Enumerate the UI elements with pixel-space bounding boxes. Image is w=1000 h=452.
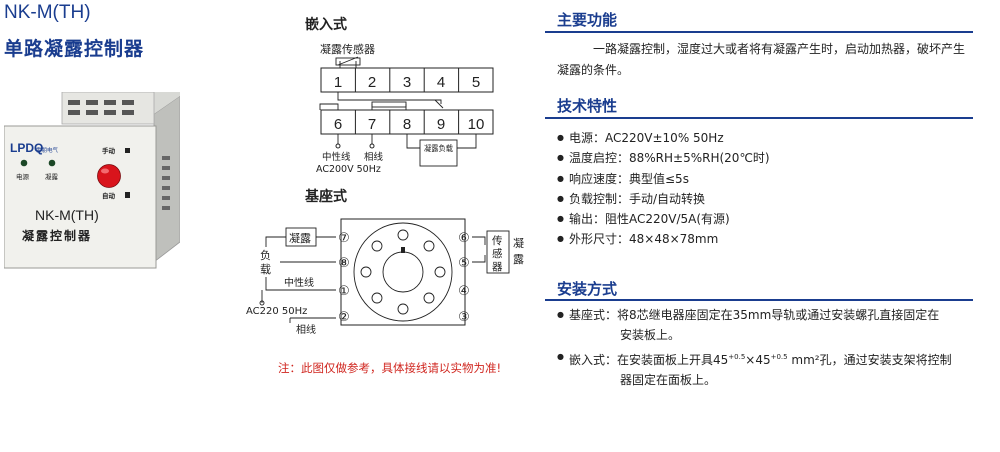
install-embedded-mid: ×45 [745,353,771,367]
embedded-load-label: 凝露负载 [424,143,453,153]
socket-load-side-1: 负 [260,248,271,262]
socket-supply: AC220 50Hz [246,306,307,317]
spec-item: 负载控制：手动/自动转换 [557,189,967,210]
terminal-7: 7 [368,116,376,133]
socket-sensor-box-2: 感 [492,247,503,260]
terminal-4: 4 [437,74,445,91]
socket-sensor-box-3: 器 [492,261,503,273]
socket-phase: 相线 [296,323,316,336]
functions-title: 主要功能 [557,11,618,29]
bullet-icon: ● [557,310,564,319]
tolerance-sup-1: +0.5 [728,353,746,361]
terminal-2: 2 [368,74,376,91]
specs-title: 技术特性 [557,97,618,115]
sensor-label: 凝露传感器 [320,42,375,56]
device-label-manual: 手动 [102,146,116,155]
pin-7: ⑦ [338,231,350,246]
power-led-icon [20,159,28,167]
embedded-wiring-diagram: 凝露传感器 1 2 3 4 5 6 7 [316,42,494,175]
spec-item: 温度启控：88%RH±5%RH(20℃时) [557,148,967,169]
device-label-auto: 自动 [102,191,116,200]
terminal-6: 6 [334,116,342,133]
install-embedded-pre: 嵌入式：在安装面板上开具45 [569,353,729,367]
install-embedded-line2: 器固定在面板上。 [620,373,717,387]
functions-text: 一路凝露控制，湿度过大或者将有凝露产生时，启动加热器，破坏产生凝露的条件。 [557,42,966,77]
socket-sensor-side-2: 露 [513,253,524,266]
spec-item: 电源：AC220V±10% 50Hz [557,128,967,149]
tolerance-sup-2: +0.5 [770,353,788,361]
pin-6: ⑥ [458,231,470,246]
pin-8: ⑧ [338,256,350,271]
brand-logo: LPDQ [10,141,43,155]
install-socket-line2: 安装板上。 [620,328,681,342]
terminal-1: 1 [334,74,342,91]
brand-sub: 雷朋电气 [36,146,59,154]
install-item-socket: ● 基座式：将8芯继电器座固定在35mm导轨或通过安装螺孔直接固定在 安装板上。 [557,305,977,345]
condense-led-icon [48,159,56,167]
embedded-phase: 相线 [364,151,384,163]
device-label-condense: 凝露 [45,172,59,181]
spec-item: 外形尺寸：48×48×78mm [557,229,967,250]
embedded-neutral: 中性线 [322,151,351,163]
specs-list: 电源：AC220V±10% 50Hz 温度启控：88%RH±5%RH(20℃时)… [557,128,967,250]
terminal-5: 5 [472,74,480,91]
install-divider [545,299,973,301]
install-title: 安装方式 [557,280,618,298]
install-item-embedded: ● 嵌入式：在安装面板上开具45+0.5×45+0.5 mm²孔，通过安装支架将… [557,347,982,390]
device-image: LPDQ 雷朋电气 电源 凝露 手动 自动 NK-M(TH) 凝露控制器 [4,92,180,269]
wiring-note: 注：此图仅做参考，具体接线请以实物为准! [278,361,502,375]
device-name-text: 凝露控制器 [22,228,92,243]
pin-2: ② [338,310,350,325]
install-socket-line1: 基座式：将8芯继电器座固定在35mm导轨或通过安装螺孔直接固定在 [569,308,940,322]
product-name: 单路凝露控制器 [4,38,145,60]
device-model-text: NK-M(TH) [35,207,99,223]
install-embedded-post: mm²孔，通过安装支架将控制 [787,353,952,367]
terminal-10: 10 [468,116,485,133]
functions-divider [545,31,973,33]
socket-sensor-side-1: 凝 [513,236,524,250]
specs-divider [545,117,973,119]
pin-5: ⑤ [458,256,470,271]
pin-1: ① [338,284,350,299]
socket-load-box: 凝露 [289,231,311,245]
socket-load-side-2: 载 [260,263,271,276]
pin-4: ④ [458,284,470,299]
embedded-heading: 嵌入式 [305,17,347,33]
socket-wiring-diagram: ⑦ ⑧ ① ② ⑥ ⑤ ④ ③ 凝露 负 载 中性线 AC220 50Hz 相线… [246,218,524,336]
mode-switch-button[interactable] [97,164,121,188]
socket-sensor-box-1: 传 [492,235,503,247]
socket-neutral: 中性线 [284,276,314,289]
terminal-3: 3 [403,74,411,91]
terminal-9: 9 [437,116,445,133]
terminal-8: 8 [403,116,411,133]
spec-item: 输出：阻性AC220V/5A(有源) [557,209,967,230]
socket-heading: 基座式 [305,189,347,205]
product-model: NK-M(TH) [4,2,91,23]
bullet-icon: ● [557,352,564,361]
spec-item: 响应速度：典型值≤5s [557,169,967,190]
pin-3: ③ [458,310,470,325]
device-label-power: 电源 [16,172,30,181]
embedded-supply: AC200V 50Hz [316,164,381,175]
